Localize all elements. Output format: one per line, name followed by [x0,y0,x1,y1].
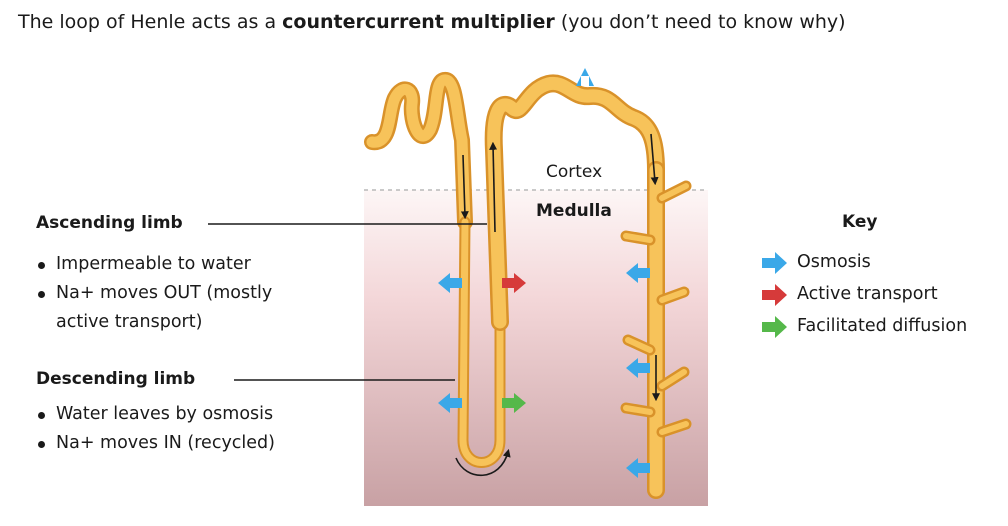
facilitated-diffusion-arrow [502,393,526,413]
nephron-tubule [364,72,692,499]
list-item: Water leaves by osmosis [36,400,275,429]
active-transport-arrow [502,273,526,293]
key-osmosis-swatch [762,252,787,274]
list-item-continuation: active transport) [56,312,203,332]
transport-arrows [438,68,650,478]
osmosis-arrow [626,458,650,478]
osmosis-arrow [626,358,650,378]
key-label-facilitated-diffusion: Facilitated diffusion [797,316,968,336]
key-facilitated-swatch [762,316,787,338]
flow-arrows [455,133,660,477]
page-title: The loop of Henle acts as a countercurre… [18,11,846,33]
medulla-label: Medulla [536,201,612,221]
list-item: Na+ moves IN (recycled) [36,429,275,458]
osmosis-arrow [438,273,462,293]
osmosis-arrow [626,263,650,283]
osmosis-arrow [576,68,594,86]
key-swatches [762,252,787,338]
list-item: Impermeable to water [36,250,272,279]
osmosis-arrow [438,393,462,413]
ascending-limb-list: Impermeable to water Na+ moves OUT (most… [36,250,272,337]
ascending-limb-heading: Ascending limb [36,213,183,233]
key-label-active-transport: Active transport [797,284,938,304]
descending-limb-heading: Descending limb [36,369,196,389]
key-active-swatch [762,284,787,306]
descending-limb-list: Water leaves by osmosis Na+ moves IN (re… [36,400,275,458]
cortex-label: Cortex [546,162,603,182]
list-item: Na+ moves OUT (mostly [36,279,272,308]
key-title: Key [842,212,878,232]
title-emphasis: countercurrent multiplier [282,11,555,33]
key-label-osmosis: Osmosis [797,252,871,272]
